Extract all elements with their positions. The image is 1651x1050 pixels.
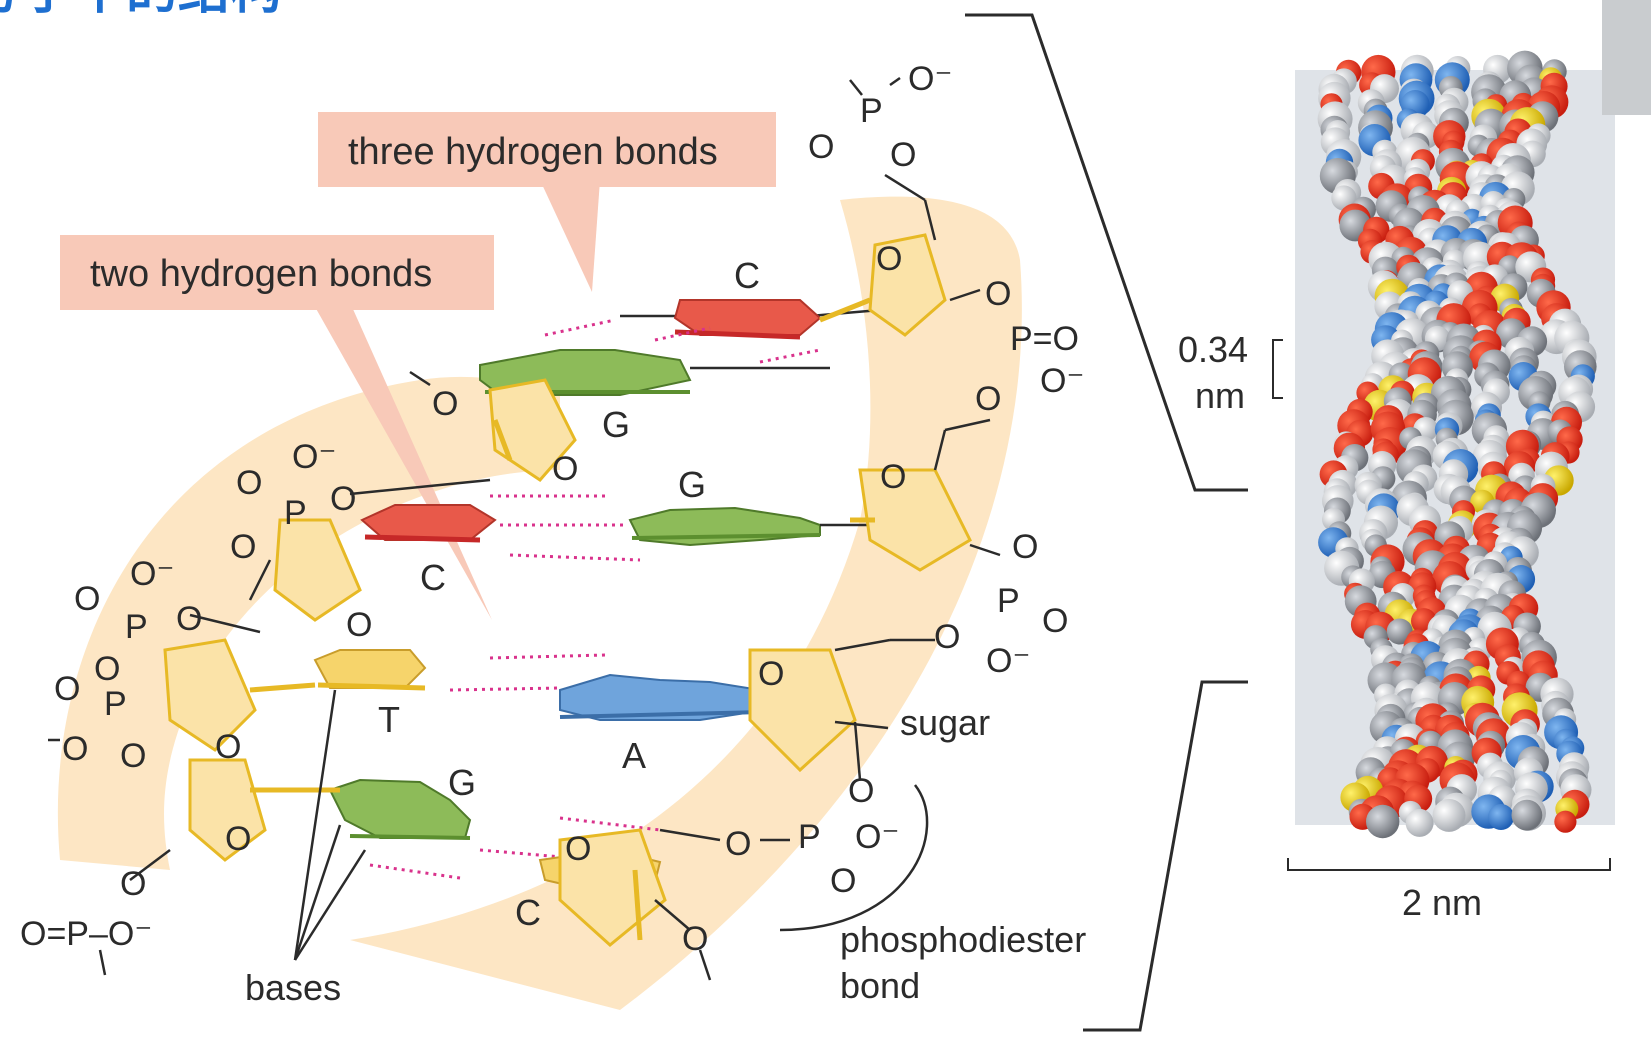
svg-text:P: P: [997, 582, 1020, 620]
svg-text:O: O: [985, 275, 1011, 313]
helix-atom: [1554, 810, 1577, 833]
svg-text:P=O: P=O: [1010, 320, 1079, 358]
svg-text:0.34: 0.34: [1178, 329, 1248, 370]
backbone-band-right: [350, 196, 1022, 1010]
label-bond: bond: [840, 965, 920, 1006]
svg-text:C: C: [734, 255, 760, 296]
svg-text:O: O: [1012, 528, 1038, 566]
svg-text:O=P–O⁻: O=P–O⁻: [20, 915, 152, 953]
svg-text:O: O: [808, 128, 834, 166]
svg-text:O: O: [975, 380, 1001, 418]
base-pair-c-g-top: C G: [479, 255, 881, 445]
page-title-fragment: 分子中的结构: [0, 0, 282, 20]
svg-text:O: O: [74, 580, 100, 618]
backbone-band-left: [57, 376, 560, 870]
svg-text:G: G: [448, 762, 476, 803]
svg-text:O: O: [565, 830, 591, 868]
zoom-bracket: [965, 13, 1248, 1032]
helix-atom: [1432, 798, 1466, 832]
svg-text:O: O: [758, 655, 784, 693]
svg-text:O: O: [94, 650, 120, 688]
svg-text:O: O: [725, 825, 751, 863]
svg-text:O: O: [1042, 602, 1068, 640]
label-pointers: [293, 689, 929, 961]
svg-text:O: O: [236, 464, 262, 502]
width-measure: 2 nm: [1287, 858, 1611, 923]
svg-text:three hydrogen bonds: three hydrogen bonds: [348, 131, 718, 173]
label-phosphodiester: phosphodiester: [840, 919, 1086, 960]
h-bonds-three-mid: [490, 494, 641, 562]
svg-text:O⁻: O⁻: [1040, 362, 1084, 400]
thymine-ring: [313, 649, 427, 689]
svg-text:O: O: [880, 458, 906, 496]
svg-text:T: T: [378, 699, 400, 740]
svg-text:O⁻: O⁻: [855, 818, 899, 856]
svg-text:O: O: [62, 730, 88, 768]
space-filling-helix: [1295, 50, 1615, 839]
svg-text:O: O: [120, 737, 146, 775]
helix-atom: [1386, 618, 1413, 645]
svg-text:C: C: [420, 557, 446, 598]
svg-text:O⁻: O⁻: [130, 555, 174, 593]
svg-text:O⁻: O⁻: [986, 642, 1030, 680]
svg-text:O: O: [176, 600, 202, 638]
svg-text:O: O: [230, 528, 256, 566]
rise-measure: 0.34 nm: [1178, 329, 1283, 416]
svg-text:A: A: [622, 735, 646, 776]
base-pair-c-g-mid: C G: [360, 464, 875, 598]
svg-text:two hydrogen bonds: two hydrogen bonds: [90, 253, 432, 295]
helix-atom: [1366, 804, 1400, 839]
svg-text:nm: nm: [1195, 375, 1245, 416]
svg-text:P: P: [860, 92, 883, 130]
label-sugar: sugar: [900, 702, 990, 743]
svg-text:O: O: [934, 618, 960, 656]
sugar-rings: [163, 233, 972, 947]
h-bonds-three-bottom: [369, 816, 661, 880]
svg-text:O: O: [552, 450, 578, 488]
svg-text:O⁻: O⁻: [292, 438, 336, 476]
label-bases: bases: [245, 967, 341, 1008]
base-pair-t-a: T A: [313, 649, 767, 776]
cytosine-ring-top: [673, 299, 822, 336]
svg-text:G: G: [678, 464, 706, 505]
svg-text:2 nm: 2 nm: [1402, 882, 1482, 923]
svg-text:P: P: [798, 818, 821, 856]
cytosine-ring-mid: [360, 504, 497, 541]
svg-text:P: P: [104, 685, 127, 723]
svg-text:G: G: [602, 404, 630, 445]
svg-text:O: O: [876, 240, 902, 278]
helix-atom: [1405, 808, 1434, 837]
helix-atom: [1511, 799, 1543, 831]
svg-text:O: O: [830, 862, 856, 900]
svg-text:P: P: [284, 494, 307, 532]
svg-text:O⁻: O⁻: [908, 60, 952, 98]
svg-text:O: O: [890, 136, 916, 174]
svg-text:O: O: [215, 728, 241, 766]
svg-text:O: O: [330, 480, 356, 518]
svg-text:O: O: [432, 385, 458, 423]
svg-text:O: O: [54, 670, 80, 708]
h-bonds-three-top: [544, 318, 821, 364]
callout-three-hydrogen-bonds: three hydrogen bonds: [318, 112, 776, 292]
svg-text:P: P: [125, 608, 148, 646]
svg-text:O: O: [346, 606, 372, 644]
h-bonds-two: [449, 653, 606, 692]
svg-text:C: C: [515, 892, 541, 933]
phosphate-groups: O⁻ P O O O O P=O O⁻ O O O P O O O⁻ O O O…: [20, 60, 1084, 981]
svg-text:O: O: [225, 820, 251, 858]
window-edge-tab: [1602, 0, 1651, 115]
svg-text:O: O: [848, 772, 874, 810]
guanine-ring-bottom: [328, 778, 472, 839]
helix-atom: [1488, 804, 1514, 830]
